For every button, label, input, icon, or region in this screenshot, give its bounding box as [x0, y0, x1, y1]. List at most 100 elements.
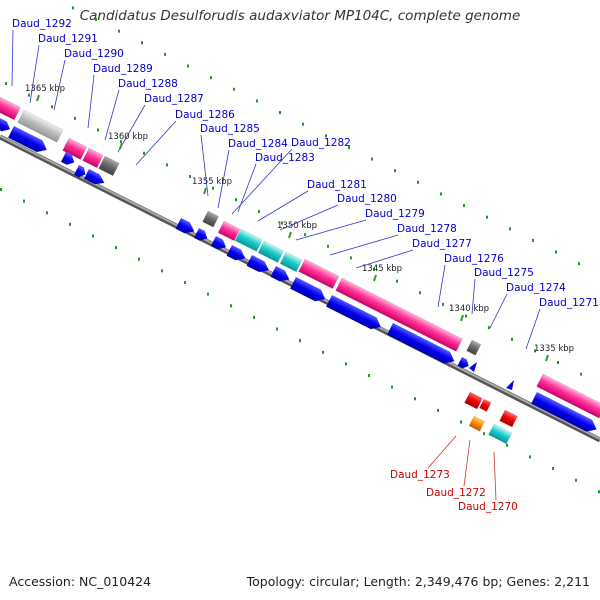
tick-dot	[506, 443, 508, 447]
tick-label: 1350 kbp	[277, 221, 317, 231]
gene-label-daud-1292[interactable]: Daud_1292	[12, 18, 72, 30]
cds-arrow	[74, 165, 86, 178]
tick-dot	[141, 41, 143, 45]
tick-dot	[371, 157, 373, 161]
leader-line	[437, 264, 446, 308]
gene-label-daud-1273[interactable]: Daud_1273	[390, 469, 450, 481]
cds-arrow	[387, 323, 455, 364]
tick-dot	[72, 6, 74, 10]
tick-dot	[115, 246, 117, 250]
label-leaders	[11, 29, 541, 501]
gene-label-daud-1288[interactable]: Daud_1288	[118, 78, 178, 90]
leader-line	[525, 308, 541, 350]
tick-dot	[143, 151, 145, 155]
tick-dot	[350, 256, 352, 260]
tick-mark	[373, 274, 377, 282]
gene-label-daud-1274[interactable]: Daud_1274	[506, 282, 566, 294]
leader-line	[231, 148, 293, 215]
tick-dot	[281, 221, 283, 225]
tick-dot	[414, 397, 416, 401]
tick-dot	[120, 140, 122, 144]
accession-text: Accession: NC_010424	[9, 574, 152, 589]
gene-label-daud-1277[interactable]: Daud_1277	[412, 238, 472, 250]
tick-dot	[74, 116, 76, 120]
cds-arrow	[326, 295, 381, 330]
gene-label-daud-1276[interactable]: Daud_1276	[444, 253, 504, 265]
gene-label-daud-1282[interactable]: Daud_1282	[291, 137, 351, 149]
tick-dot	[580, 372, 582, 376]
gene-label-daud-1289[interactable]: Daud_1289	[93, 63, 153, 75]
tick-dot	[368, 374, 370, 378]
tick-dot	[0, 188, 2, 191]
tick-dot	[529, 455, 531, 459]
tick-dot	[598, 490, 600, 494]
tick-dot	[187, 64, 189, 68]
leader-line	[11, 29, 14, 87]
tick-mark	[460, 314, 464, 322]
leader-line	[200, 134, 209, 197]
tick-dot	[97, 128, 99, 132]
tick-mark	[203, 187, 207, 195]
gene-label-daud-1279[interactable]: Daud_1279	[365, 208, 425, 220]
cds-arrow	[457, 357, 469, 369]
tick-dot	[235, 198, 237, 202]
gene-label-daud-1287[interactable]: Daud_1287	[144, 93, 204, 105]
gene-label-daud-1283[interactable]: Daud_1283	[255, 152, 315, 164]
gene-box	[335, 277, 463, 352]
gene-box	[217, 220, 241, 242]
tick-dot	[575, 478, 577, 482]
gene-label-daud-1285[interactable]: Daud_1285	[200, 123, 260, 135]
tick-dot	[258, 209, 260, 213]
gene-label-daud-1278[interactable]: Daud_1278	[397, 223, 457, 235]
gene-label-daud-1281[interactable]: Daud_1281	[307, 179, 367, 191]
tick-dot	[463, 204, 465, 208]
gene-label-daud-1284[interactable]: Daud_1284	[228, 138, 288, 150]
leader-line	[87, 74, 95, 129]
leader-line	[135, 120, 177, 166]
tick-dot	[509, 227, 511, 231]
tick-dot	[138, 257, 140, 261]
tick-dot	[396, 279, 398, 283]
tick-dot	[164, 52, 166, 56]
gene-label-daud-1291[interactable]: Daud_1291	[38, 33, 98, 45]
cds-arrow	[290, 277, 326, 302]
cds-arrow	[226, 245, 246, 261]
leader-line	[217, 149, 230, 209]
tick-dot	[207, 292, 209, 296]
gene-box	[17, 109, 64, 143]
tick-dot	[327, 244, 329, 248]
tick-dot	[465, 314, 467, 318]
tick-dot	[555, 250, 557, 254]
tick-dot	[552, 467, 554, 471]
gene-label-daud-1271[interactable]: Daud_1271	[539, 297, 599, 309]
tick-mark	[119, 142, 123, 150]
tick-dot	[256, 99, 258, 103]
tick-dot	[440, 192, 442, 196]
gene-label-daud-1275[interactable]: Daud_1275	[474, 267, 534, 279]
tick-label: 1360 kbp	[108, 132, 148, 142]
tick-dot	[166, 163, 168, 167]
cds-arrow	[61, 152, 75, 165]
gene-box	[0, 92, 21, 121]
tick-dot	[488, 326, 490, 330]
tick-dot	[557, 361, 559, 365]
gene-label-daud-1286[interactable]: Daud_1286	[175, 109, 235, 121]
tick-dot	[304, 233, 306, 237]
tick-dot	[345, 362, 347, 366]
leader-line	[427, 435, 457, 469]
tick-label: 1345 kbp	[362, 264, 402, 274]
cds-arrow	[270, 266, 290, 282]
leader-line	[463, 439, 471, 487]
tick-dot	[118, 29, 120, 33]
tick-dot	[210, 76, 212, 80]
gene-box	[298, 258, 340, 289]
tick-dot	[302, 122, 304, 126]
leader-line	[279, 204, 339, 231]
gene-label-daud-1280[interactable]: Daud_1280	[337, 193, 397, 205]
tick-dot	[578, 262, 580, 266]
gene-label-daud-1270[interactable]: Daud_1270	[458, 501, 518, 513]
gene-label-daud-1272[interactable]: Daud_1272	[426, 487, 486, 499]
gene-label-daud-1290[interactable]: Daud_1290	[64, 48, 124, 60]
leader-line	[257, 190, 309, 222]
tick-dot	[184, 281, 186, 285]
